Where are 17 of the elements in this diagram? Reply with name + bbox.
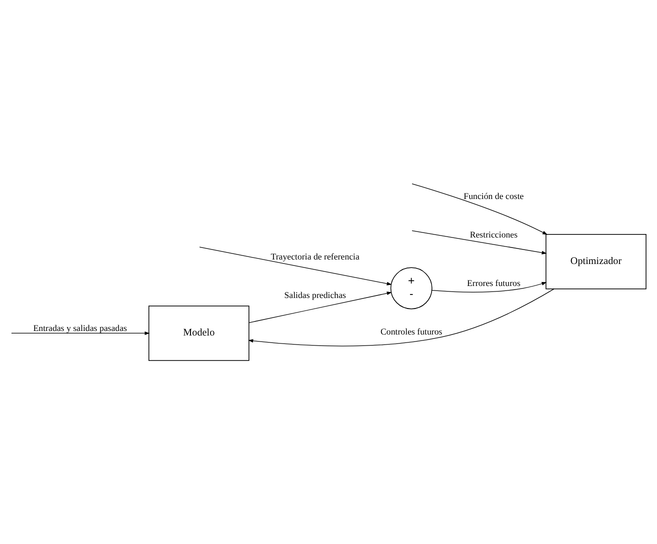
edge-label: Función de coste	[464, 191, 524, 202]
edge-label: Entradas y salidas pasadas	[33, 322, 128, 333]
edge-label: Errores futuros	[467, 278, 520, 288]
arrow	[412, 183, 548, 235]
arrow	[412, 230, 547, 254]
node-box: Modelo	[148, 306, 250, 361]
edge-label: Restricciones	[470, 230, 518, 240]
node-circle: + -	[390, 267, 432, 310]
arrow	[248, 292, 392, 323]
arrow	[248, 288, 554, 346]
arrow	[11, 331, 150, 335]
arrow	[199, 246, 392, 286]
node-box: Optimizador	[546, 234, 646, 290]
edge-label: Controles futuros	[380, 326, 442, 337]
arrow	[432, 282, 547, 292]
edge-label: Trayectoria de referencia	[270, 251, 360, 262]
edge-label: Salidas predichas	[284, 290, 346, 300]
